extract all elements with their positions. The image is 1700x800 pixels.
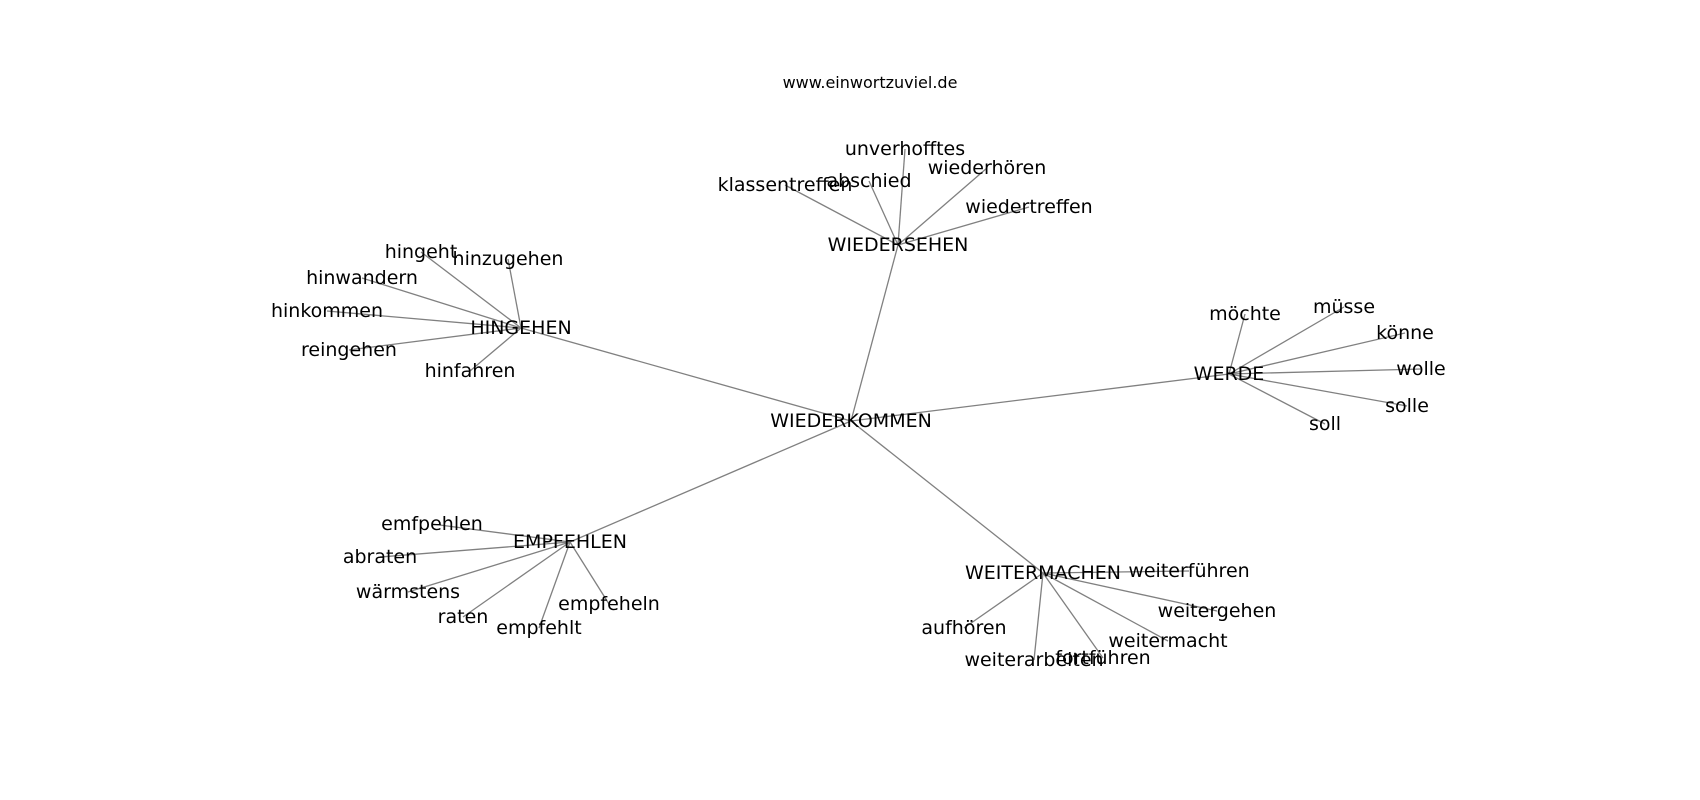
edge-center-to-wiedersehen <box>850 244 899 422</box>
leaf-node-label-hingehen-2: hinwandern <box>306 267 418 289</box>
leaf-node-label-empfehlen-2: wärmstens <box>356 581 460 603</box>
leaf-node-label-werde-1: müsse <box>1313 296 1375 318</box>
leaf-node-label-weitermachen-3: fortführen <box>1055 647 1150 669</box>
edge-wiedersehen-leaf-4 <box>897 206 1030 246</box>
edge-weitermachen-leaf-5 <box>963 572 1044 629</box>
leaf-node-label-wiedersehen-0: klassentreffen <box>718 174 853 196</box>
edge-hingehen-leaf-3 <box>326 310 522 329</box>
edge-werde-leaf-2 <box>1228 332 1406 375</box>
hub-node-label-hingehen: HINGEHEN <box>470 317 571 339</box>
hub-node-label-weitermachen: WEITERMACHEN <box>965 562 1121 584</box>
edge-werde-leaf-5 <box>1228 373 1326 425</box>
leaf-node-label-weitermachen-1: weitergehen <box>1158 600 1277 622</box>
leaf-node-label-empfehlen-5: empfeheln <box>558 593 660 615</box>
leaf-node-label-hingehen-3: hinkommen <box>271 300 383 322</box>
leaf-node-label-werde-3: wolle <box>1396 358 1445 380</box>
edge-hingehen-leaf-4 <box>348 327 522 351</box>
leaf-node-label-empfehlen-1: abraten <box>343 546 417 568</box>
edge-weitermachen-leaf-0 <box>1042 570 1190 574</box>
leaf-node-label-wiedersehen-4: wiedertreffen <box>965 196 1092 218</box>
edge-layer <box>326 148 1422 661</box>
edge-empfehlen-leaf-5 <box>569 541 610 605</box>
edge-center-to-hingehen <box>520 327 852 422</box>
edge-hingehen-leaf-1 <box>507 258 522 329</box>
edge-werde-leaf-4 <box>1228 373 1408 407</box>
leaf-node-label-weitermachen-4: weiterarbeiten <box>964 649 1103 671</box>
edge-center-to-werde <box>850 373 1230 422</box>
edge-weitermachen-leaf-2 <box>1042 572 1169 642</box>
edge-werde-leaf-3 <box>1228 368 1422 375</box>
hub-node-label-wiedersehen: WIEDERSEHEN <box>828 234 969 256</box>
edge-empfehlen-leaf-0 <box>431 523 571 543</box>
hub-node-label-werde: WERDE <box>1194 363 1265 385</box>
edge-werde-leaf-1 <box>1228 306 1345 375</box>
leaf-node-label-hingehen-4: reingehen <box>301 339 397 361</box>
edge-wiedersehen-leaf-3 <box>897 167 988 246</box>
node-label-layer: WIEDERKOMMEN WIEDERSEHEN klassentreffenabs… <box>271 138 1446 671</box>
edge-center-to-weitermachen <box>850 420 1044 574</box>
edge-center-to-empfehlen <box>569 420 852 543</box>
leaf-node-label-empfehlen-4: empfehlt <box>496 617 581 639</box>
edge-wiedersehen-leaf-0 <box>784 184 899 246</box>
leaf-node-label-weitermachen-0: weiterführen <box>1128 560 1249 582</box>
leaf-node-label-wiedersehen-3: wiederhören <box>928 157 1047 179</box>
leaf-node-label-werde-0: möchte <box>1209 303 1281 325</box>
source-caption: www.einwortzuviel.de <box>783 73 958 92</box>
leaf-node-label-wiedersehen-1: abschied <box>826 170 911 192</box>
edge-hingehen-leaf-0 <box>420 251 522 329</box>
edge-empfehlen-leaf-4 <box>538 541 571 629</box>
edge-weitermachen-leaf-1 <box>1042 572 1218 612</box>
edge-wiedersehen-leaf-1 <box>868 180 899 246</box>
center-node-label: WIEDERKOMMEN <box>770 410 932 432</box>
edge-wiedersehen-leaf-2 <box>897 148 906 246</box>
leaf-node-label-hingehen-5: hinfahren <box>425 360 516 382</box>
edge-hingehen-leaf-2 <box>361 277 522 329</box>
hub-node-label-empfehlen: EMPFEHLEN <box>513 531 627 553</box>
leaf-node-label-wiedersehen-2: unverhofftes <box>845 138 965 160</box>
leaf-node-label-weitermachen-2: weitermacht <box>1108 630 1227 652</box>
leaf-node-label-werde-5: soll <box>1309 413 1341 435</box>
edge-empfehlen-leaf-3 <box>462 541 571 618</box>
leaf-node-label-empfehlen-0: emfpehlen <box>381 513 483 535</box>
edge-empfehlen-leaf-1 <box>379 541 571 558</box>
edge-weitermachen-leaf-4 <box>1033 572 1044 661</box>
leaf-node-label-werde-2: könne <box>1376 322 1434 344</box>
edge-werde-leaf-0 <box>1228 313 1246 375</box>
leaf-node-label-hingehen-0: hingeht <box>385 241 458 263</box>
leaf-node-label-empfehlen-3: raten <box>438 606 489 628</box>
edge-hingehen-leaf-5 <box>469 327 522 372</box>
leaf-node-label-werde-4: solle <box>1385 395 1429 417</box>
edge-empfehlen-leaf-2 <box>407 541 571 593</box>
edge-weitermachen-leaf-3 <box>1042 572 1104 659</box>
leaf-node-label-hingehen-1: hinzugehen <box>453 248 564 270</box>
leaf-node-label-weitermachen-5: aufhören <box>921 617 1006 639</box>
